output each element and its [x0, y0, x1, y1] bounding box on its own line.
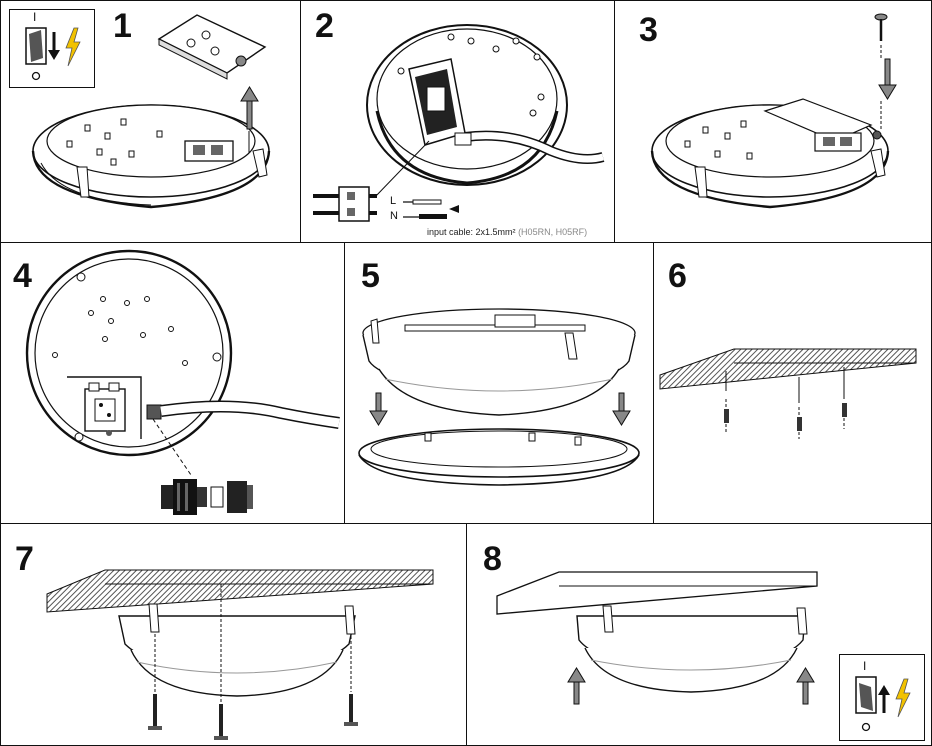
screw-fixing-illustration [650, 13, 897, 209]
step-number-8: 8 [483, 540, 502, 578]
switch-on-mark-8: I [863, 659, 867, 673]
switch-on-mark: I [33, 10, 37, 24]
final-assembly-illustration [496, 571, 818, 705]
panel-step-8: 8 I [466, 523, 932, 746]
panel-step-6: 6 [653, 242, 932, 524]
cable-spec-prefix: input cable: 2x1.5mm² [427, 227, 516, 237]
panel-step-4: 4 [0, 242, 345, 524]
input-cable-spec: input cable: 2x1.5mm² (H05RN, H05RF) [427, 227, 587, 237]
ceiling-mounting-illustration [46, 569, 434, 740]
panel-step-5: 5 [344, 242, 654, 524]
ceiling-drilling-illustration [659, 348, 917, 439]
step-number-3: 3 [639, 11, 658, 49]
switch-off-icon [25, 27, 81, 81]
switch-on-inset: I [839, 654, 925, 741]
diffuser-ring-removal-illustration [358, 308, 640, 486]
cable-gland-illustration [25, 249, 340, 515]
step-number-6: 6 [668, 257, 687, 295]
switch-on-icon [855, 676, 911, 732]
wire-label-live: L [390, 195, 397, 207]
step-number-1: 1 [113, 7, 132, 45]
luminaire-base-illustration [31, 14, 271, 209]
cable-spec-types: (H05RN, H05RF) [518, 227, 588, 237]
wire-label-neutral: N [390, 210, 398, 222]
panel-step-7: 7 [0, 523, 467, 746]
step-number-5: 5 [361, 257, 380, 295]
step-number-4: 4 [13, 257, 32, 295]
base-underside-wiring-illustration [313, 24, 605, 222]
step-number-2: 2 [315, 7, 334, 45]
panel-step-3: 3 [614, 0, 932, 243]
panel-step-1: I 1 [0, 0, 301, 243]
switch-off-inset: I [9, 9, 95, 88]
step-number-7: 7 [15, 540, 34, 578]
panel-step-2: 2 [300, 0, 615, 243]
